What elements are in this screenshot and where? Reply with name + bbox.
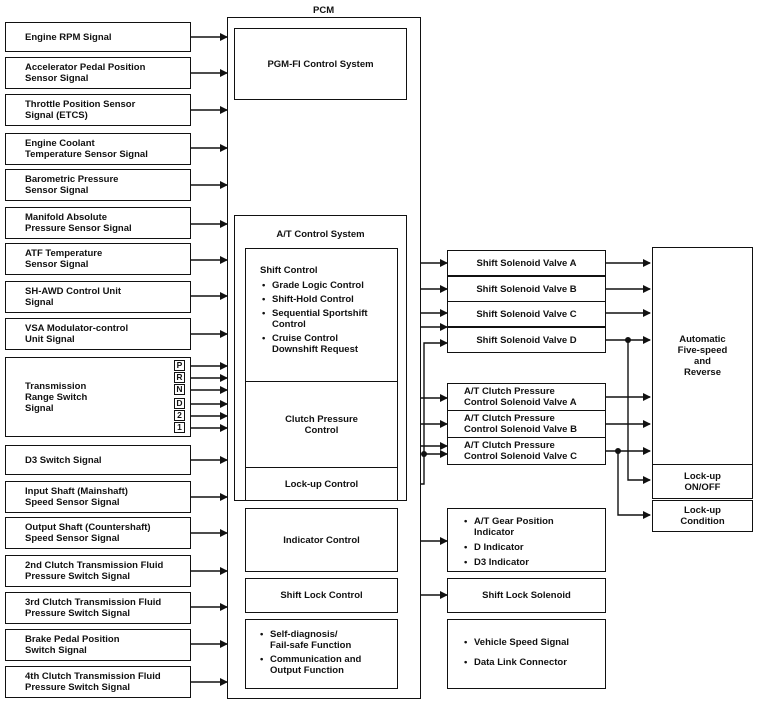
range-position-badge: 2 xyxy=(174,410,185,421)
input-signal-box: Transmission Range Switch Signal xyxy=(5,357,191,437)
automatic-transmission: Automatic Five-speed and Reverse xyxy=(652,247,753,465)
pcm-label: PCM xyxy=(313,5,335,16)
indicator-control: Indicator Control xyxy=(245,508,398,572)
shift-solenoid-valve: Shift Solenoid Valve B xyxy=(447,276,606,302)
lockup-condition: Lock-up Condition xyxy=(652,500,753,532)
input-signal-label: 3rd Clutch Transmission Fluid Pressure S… xyxy=(25,597,162,619)
at-control-title: A/T Control System xyxy=(276,229,365,240)
input-signal-box: Input Shaft (Mainshaft) Speed Sensor Sig… xyxy=(5,481,191,513)
shift-lock-control: Shift Lock Control xyxy=(245,578,398,613)
range-position-badge: R xyxy=(174,372,185,383)
shift-control-item: Grade Logic Control xyxy=(260,280,395,291)
pgmfi-control-system: PGM-FI Control System xyxy=(234,28,407,100)
lockup-onoff: Lock-up ON/OFF xyxy=(652,464,753,499)
input-signal-box: Throttle Position Sensor Signal (ETCS) xyxy=(5,94,191,126)
input-signal-box: Engine Coolant Temperature Sensor Signal xyxy=(5,133,191,165)
communication-outputs-box: Vehicle Speed SignalData Link Connector xyxy=(447,619,606,689)
diagnosis-item: Self-diagnosis/ Fail-safe Function xyxy=(258,629,393,651)
indicator-item: A/T Gear Position Indicator xyxy=(462,516,602,538)
input-signal-box: 4th Clutch Transmission Fluid Pressure S… xyxy=(5,666,191,698)
shift-solenoid-valve: Shift Solenoid Valve A xyxy=(447,250,606,276)
input-signal-label: Input Shaft (Mainshaft) Speed Sensor Sig… xyxy=(25,486,128,508)
indicators-list: A/T Gear Position Indicator D IndicatorD3… xyxy=(462,512,602,568)
input-signal-label: ATF Temperature Sensor Signal xyxy=(25,248,103,270)
input-signal-box: Output Shaft (Countershaft) Speed Sensor… xyxy=(5,517,191,549)
shift-control-item: Sequential Sportshift Control xyxy=(260,308,395,330)
input-signal-box: Engine RPM Signal xyxy=(5,22,191,52)
input-signal-box: 2nd Clutch Transmission Fluid Pressure S… xyxy=(5,555,191,587)
shift-control-title: Shift Control xyxy=(260,265,318,276)
input-signal-box: Brake Pedal Position Switch Signal xyxy=(5,629,191,661)
lockup-control: Lock-up Control xyxy=(245,467,398,501)
shift-control-item: Shift-Hold Control xyxy=(260,294,395,305)
shift-control-item: Cruise Control Downshift Request xyxy=(260,333,395,355)
input-signal-box: Manifold Absolute Pressure Sensor Signal xyxy=(5,207,191,239)
communication-outputs-list: Vehicle Speed SignalData Link Connector xyxy=(462,628,602,668)
input-signal-box: ATF Temperature Sensor Signal xyxy=(5,243,191,275)
input-signal-label: Engine RPM Signal xyxy=(25,31,112,43)
self-diagnosis-list: Self-diagnosis/ Fail-safe FunctionCommun… xyxy=(258,626,393,676)
shift-lock-solenoid: Shift Lock Solenoid xyxy=(447,578,606,613)
input-signal-label: D3 Switch Signal xyxy=(25,454,102,466)
input-signal-label: SH-AWD Control Unit Signal xyxy=(25,286,122,308)
indicators-box: A/T Gear Position Indicator D IndicatorD3… xyxy=(447,508,606,572)
input-signal-box: D3 Switch Signal xyxy=(5,445,191,475)
shift-solenoid-valve: Shift Solenoid Valve C xyxy=(447,301,606,327)
clutch-pressure-solenoid-valve: A/T Clutch Pressure Control Solenoid Val… xyxy=(447,437,606,465)
shift-solenoid-valve: Shift Solenoid Valve D xyxy=(447,327,606,353)
indicator-item: D Indicator xyxy=(462,542,602,553)
communication-item: Data Link Connector xyxy=(462,657,602,668)
diagnosis-item: Communication and Output Function xyxy=(258,654,393,676)
input-signal-label: Manifold Absolute Pressure Sensor Signal xyxy=(25,212,132,234)
input-signal-label: Barometric Pressure Sensor Signal xyxy=(25,174,119,196)
range-position-badge: N xyxy=(174,384,185,395)
clutch-pressure-solenoid-valve: A/T Clutch Pressure Control Solenoid Val… xyxy=(447,383,606,411)
input-signal-label: Accelerator Pedal Position Sensor Signal xyxy=(25,62,146,84)
shift-control-box: Shift Control Grade Logic ControlShift-H… xyxy=(245,248,398,382)
input-signal-label: VSA Modulator-control Unit Signal xyxy=(25,323,129,345)
range-position-badge: P xyxy=(174,360,185,371)
communication-item: Vehicle Speed Signal xyxy=(462,637,602,648)
input-signal-box: 3rd Clutch Transmission Fluid Pressure S… xyxy=(5,592,191,624)
input-signal-box: SH-AWD Control Unit Signal xyxy=(5,281,191,313)
input-signal-label: Brake Pedal Position Switch Signal xyxy=(25,634,120,656)
input-signal-box: VSA Modulator-control Unit Signal xyxy=(5,318,191,350)
indicator-item: D3 Indicator xyxy=(462,557,602,568)
input-signal-label: Throttle Position Sensor Signal (ETCS) xyxy=(25,99,136,121)
range-position-badge: 1 xyxy=(174,422,185,433)
input-signal-box: Barometric Pressure Sensor Signal xyxy=(5,169,191,201)
input-signal-label: 4th Clutch Transmission Fluid Pressure S… xyxy=(25,671,161,693)
input-signal-label: Transmission Range Switch Signal xyxy=(25,380,88,414)
range-position-badge: D xyxy=(174,398,185,409)
input-signal-label: Output Shaft (Countershaft) Speed Sensor… xyxy=(25,522,151,544)
clutch-pressure-solenoid-valve: A/T Clutch Pressure Control Solenoid Val… xyxy=(447,410,606,438)
input-signal-label: 2nd Clutch Transmission Fluid Pressure S… xyxy=(25,560,164,582)
input-signal-box: Accelerator Pedal Position Sensor Signal xyxy=(5,57,191,89)
input-signal-label: Engine Coolant Temperature Sensor Signal xyxy=(25,138,148,160)
clutch-pressure-control: Clutch Pressure Control xyxy=(245,381,398,468)
self-diagnosis-box: Self-diagnosis/ Fail-safe FunctionCommun… xyxy=(245,619,398,689)
